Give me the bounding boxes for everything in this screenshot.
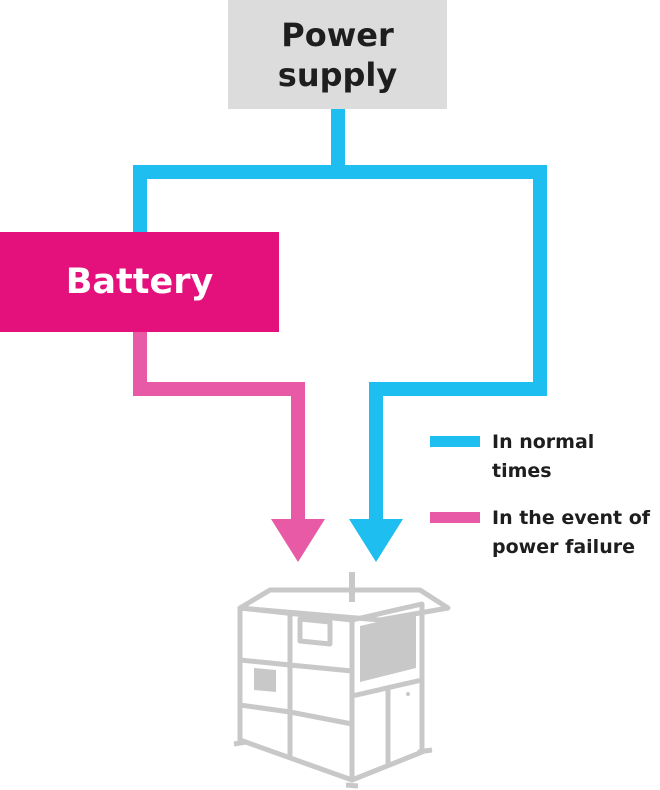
- legend-item-normal: In normal times: [430, 428, 660, 486]
- normal-flow-line-to-machine: [338, 165, 547, 520]
- legend-label-failure-line2: power failure: [492, 536, 635, 558]
- power-supply-box: Power supply: [228, 0, 447, 109]
- industrial-machine-icon: [233, 572, 451, 789]
- legend-label-failure: In the event of power failure: [492, 504, 660, 562]
- normal-flow-arrowhead: [349, 519, 403, 562]
- failure-flow-line: [133, 332, 305, 520]
- power-supply-label-line2: supply: [277, 55, 398, 94]
- legend-label-normal-line2: times: [492, 460, 552, 482]
- normal-flow-line: [133, 109, 345, 232]
- legend-swatch-normal: [430, 436, 480, 447]
- power-supply-label-line1: Power: [281, 15, 394, 54]
- battery-box: Battery: [0, 232, 279, 332]
- failure-flow-arrowhead: [271, 519, 325, 562]
- battery-label: Battery: [65, 262, 214, 302]
- legend-label-normal-line1: In normal: [492, 431, 595, 453]
- legend-label-normal: In normal times: [492, 428, 660, 486]
- legend-item-failure: In the event of power failure: [430, 504, 660, 562]
- legend-label-failure-line1: In the event of: [492, 507, 651, 529]
- legend-swatch-failure: [430, 512, 480, 523]
